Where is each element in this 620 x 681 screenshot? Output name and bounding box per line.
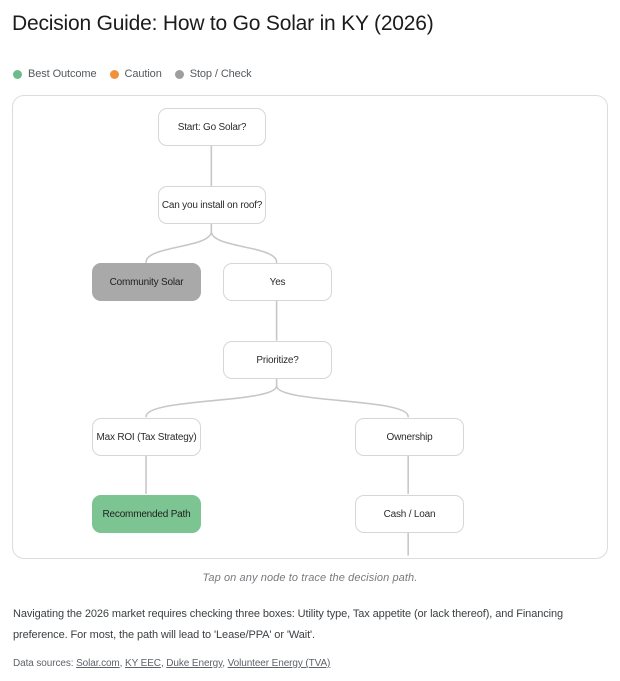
data-sources-links: Solar.com, KY EEC, Duke Energy, Voluntee… (76, 658, 331, 669)
flow-node-ownership[interactable]: Ownership (355, 418, 464, 456)
legend-label: Best Outcome (28, 68, 97, 80)
flow-node-recommended-path[interactable]: Recommended Path (92, 495, 201, 533)
flowchart-connectors (145, 144, 409, 556)
flow-node-cash-loan[interactable]: Cash / Loan (355, 495, 464, 533)
flow-node-yes[interactable]: Yes (223, 263, 332, 301)
caution-dot-icon (109, 69, 119, 79)
flow-node-prioritize[interactable]: Prioritize? (223, 341, 332, 379)
legend-item-best-outcome: Best Outcome (13, 68, 97, 80)
source-link[interactable]: Solar.com (76, 658, 120, 669)
description-text: Navigating the 2026 market requires chec… (13, 608, 564, 641)
flow-node-start[interactable]: Start: Go Solar? (158, 108, 266, 146)
legend-label: Stop / Check (189, 68, 252, 80)
edge-prioritize-ownership (275, 384, 409, 418)
source-link[interactable]: Duke Energy (166, 658, 223, 669)
edge-prioritize-max-roi (145, 384, 278, 418)
page-title: Decision Guide: How to Go Solar in KY (2… (12, 12, 434, 35)
data-sources-prefix: Data sources: (13, 658, 74, 669)
best-outcome-dot-icon (13, 69, 22, 79)
edge-roof-community-solar (145, 230, 213, 264)
data-sources: Data sources: Solar.com, KY EEC, Duke En… (13, 658, 330, 669)
flow-node-community-solar[interactable]: Community Solar (92, 263, 201, 301)
flow-node-max-roi[interactable]: Max ROI (Tax Strategy) (92, 418, 201, 456)
source-link[interactable]: KY EEC (125, 658, 161, 669)
edge-roof-yes (210, 230, 278, 264)
legend: Best Outcome Caution Stop / Check (13, 68, 252, 80)
stop-check-dot-icon (174, 69, 184, 79)
legend-label: Caution (124, 68, 162, 80)
chart-caption: Tap on any node to trace the decision pa… (202, 572, 418, 584)
legend-item-stop-check: Stop / Check (174, 68, 252, 80)
flow-node-roof[interactable]: Can you install on roof? (158, 186, 266, 224)
flowchart-panel: Start: Go Solar? Can you install on roof… (12, 95, 608, 559)
legend-item-caution: Caution (109, 68, 162, 80)
source-link[interactable]: Volunteer Energy (TVA) (227, 658, 331, 669)
